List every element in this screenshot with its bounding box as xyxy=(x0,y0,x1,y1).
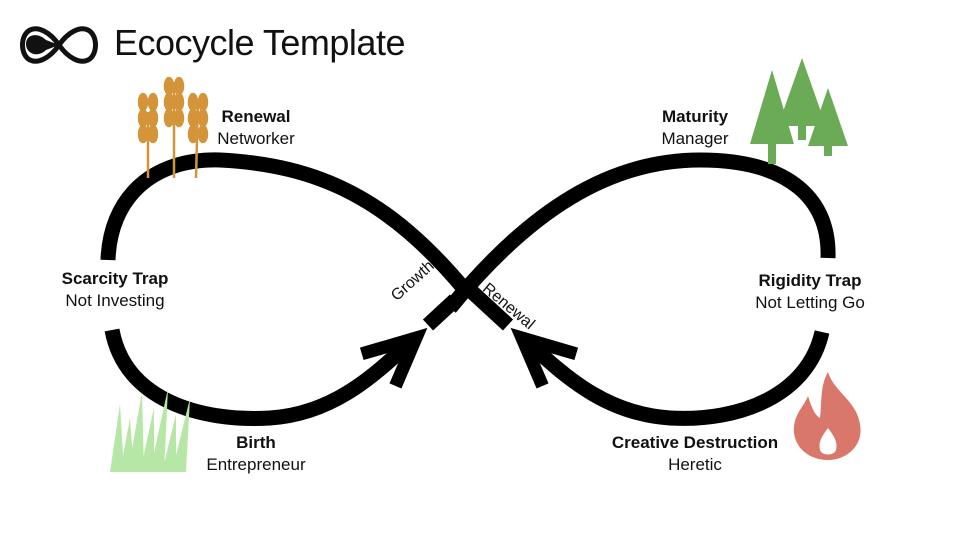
phase-rigidity-trap: Rigidity Trap Not Letting Go xyxy=(735,270,885,314)
phase-heading: Scarcity Trap xyxy=(61,269,169,288)
phase-role: Entrepreneur xyxy=(206,455,306,474)
phase-heading: Maturity xyxy=(661,107,729,126)
pine-trees-icon xyxy=(750,58,848,164)
page-title: Ecocycle Template xyxy=(114,22,405,63)
phase-role: Not Letting Go xyxy=(755,293,865,312)
infinity-logo-icon xyxy=(20,26,98,64)
phase-role: Manager xyxy=(661,129,729,148)
wheat-icon xyxy=(137,76,209,179)
phase-renewal: Renewal Networker xyxy=(186,106,326,150)
phase-heading: Birth xyxy=(236,433,276,452)
phase-heading: Rigidity Trap xyxy=(758,271,862,290)
phase-role: Heretic xyxy=(668,455,722,474)
phase-maturity: Maturity Manager xyxy=(620,106,770,150)
phase-heading: Renewal xyxy=(221,107,291,126)
phase-role: Networker xyxy=(217,129,295,148)
grass-icon xyxy=(110,388,190,472)
phase-scarcity-trap: Scarcity Trap Not Investing xyxy=(40,268,190,312)
phase-birth: Birth Entrepreneur xyxy=(186,432,326,476)
phase-role: Not Investing xyxy=(65,291,165,310)
phase-heading: Creative Destruction xyxy=(611,433,779,452)
phase-creative-destruction: Creative Destruction Heretic xyxy=(590,432,800,476)
fire-icon xyxy=(793,372,861,460)
